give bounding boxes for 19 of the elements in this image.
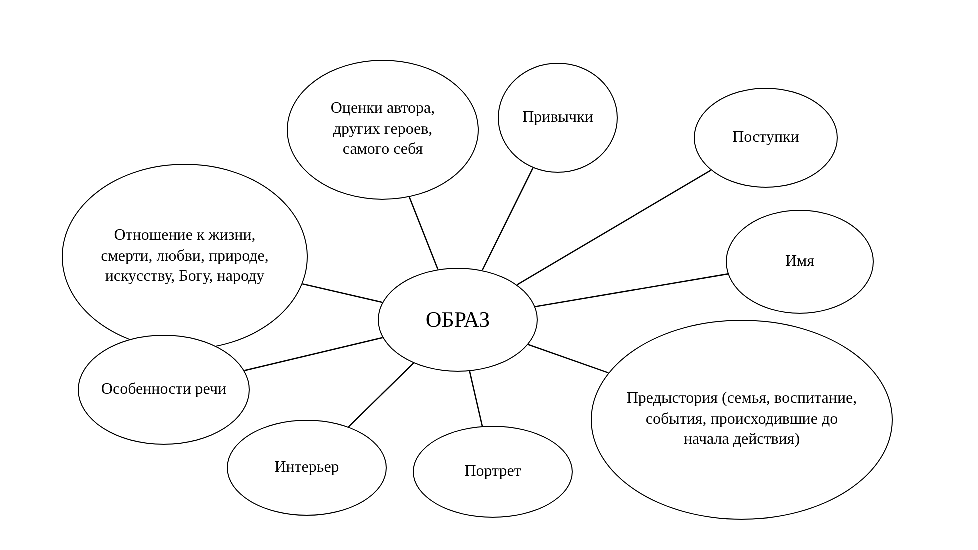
node-label: Имя (785, 252, 815, 272)
node-label: Привычки (522, 108, 594, 128)
node-label: ОБРАЗ (426, 306, 490, 334)
connector-line (348, 362, 414, 428)
connector-line (482, 168, 534, 271)
node-label: Особенности речи (101, 380, 227, 400)
connector-line (469, 371, 484, 427)
node-label: Интерьер (274, 458, 340, 478)
node-label: Поступки (732, 128, 800, 148)
node-label: Портрет (464, 462, 522, 482)
node-label: Отношение к жизни, смерти, любви, природе, искусству, Богу, народу (100, 226, 270, 288)
node-label: Предыстория (семья, воспитание, события, происходившие до начала действия) (626, 388, 858, 450)
connector-line (516, 170, 712, 286)
connector-line (528, 344, 609, 374)
connector-line (244, 337, 384, 372)
connector-line (408, 197, 439, 270)
connector-line (535, 274, 728, 308)
node-label: Оценки автора, других героев, самого себя (330, 98, 436, 160)
connector-line (302, 284, 383, 304)
